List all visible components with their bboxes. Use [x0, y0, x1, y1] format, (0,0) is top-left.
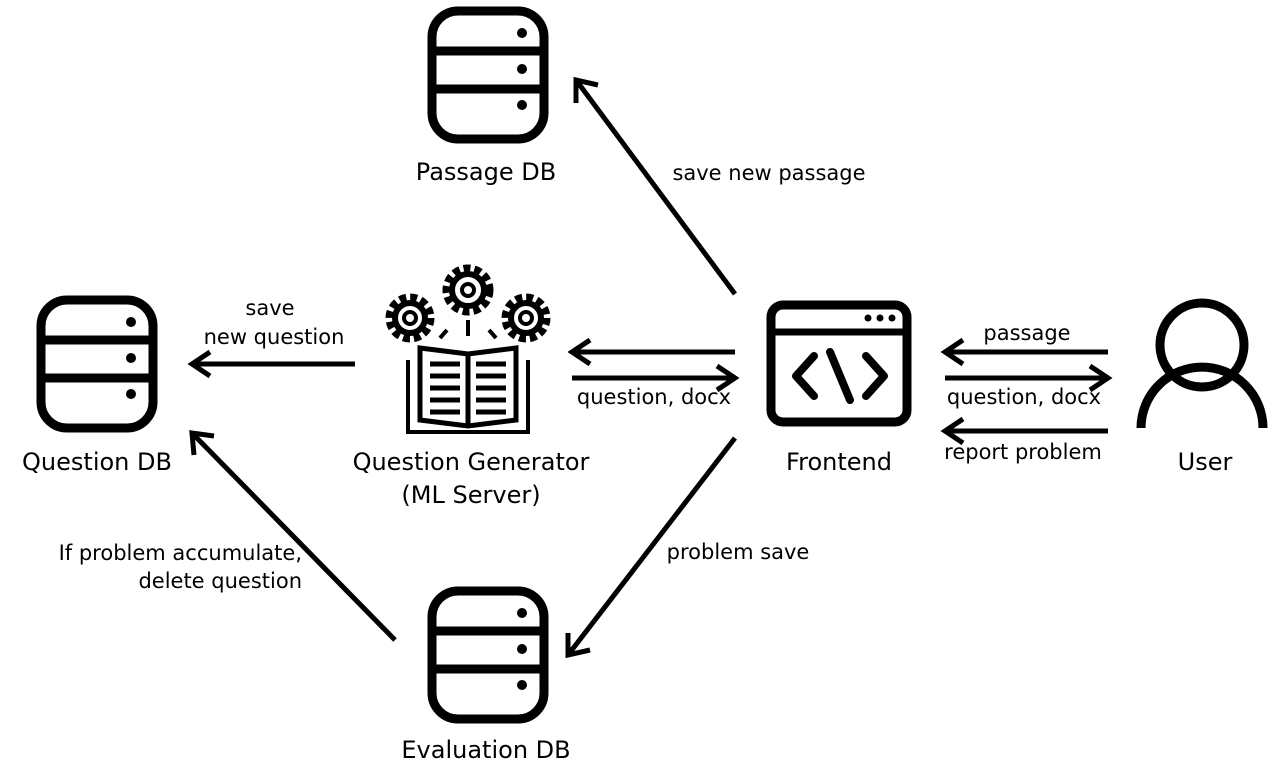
passage-db-label: Passage DB	[415, 158, 557, 186]
edge-label-new-question: new question	[203, 325, 345, 349]
edge-label-save-new-passage: save new passage	[672, 161, 866, 185]
question-generator-sublabel: (ML Server)	[401, 481, 541, 509]
question-db-label: Question DB	[22, 448, 172, 476]
gear-icon	[442, 264, 494, 316]
gear-icon	[385, 293, 435, 343]
passage-db-icon	[427, 6, 549, 144]
edge-label-passage: passage	[983, 321, 1071, 345]
evaluation-db-label: Evaluation DB	[401, 736, 571, 764]
edge-label-generator-question-docx: question, docx	[576, 385, 732, 409]
arrow-frontend-to-passage-db	[573, 78, 738, 296]
user-label: User	[1177, 448, 1233, 476]
edge-label-delete-question: delete question	[138, 569, 302, 593]
edge-label-if-problem-accumulate: If problem accumulate,	[58, 541, 302, 565]
arrows	[187, 76, 1113, 659]
question-db-icon	[36, 295, 158, 433]
frontend-label: Frontend	[786, 448, 892, 476]
evaluation-db-icon	[427, 586, 549, 724]
edge-label-report-problem: report problem	[944, 440, 1102, 464]
gear-icon	[501, 293, 551, 343]
frontend-code-window-icon	[766, 300, 912, 427]
question-generator-label: Question Generator	[352, 448, 590, 476]
book-icon	[406, 345, 530, 434]
edge-label-save: save	[245, 296, 295, 320]
edge-label-user-question-docx: question, docx	[946, 385, 1102, 409]
user-icon	[1136, 298, 1268, 429]
arrow-frontend-to-evaluation-db	[566, 436, 737, 657]
edge-label-problem-save: problem save	[666, 540, 810, 564]
arrow-evaluation-to-question-db	[190, 431, 397, 642]
question-generator-icon	[385, 264, 551, 434]
